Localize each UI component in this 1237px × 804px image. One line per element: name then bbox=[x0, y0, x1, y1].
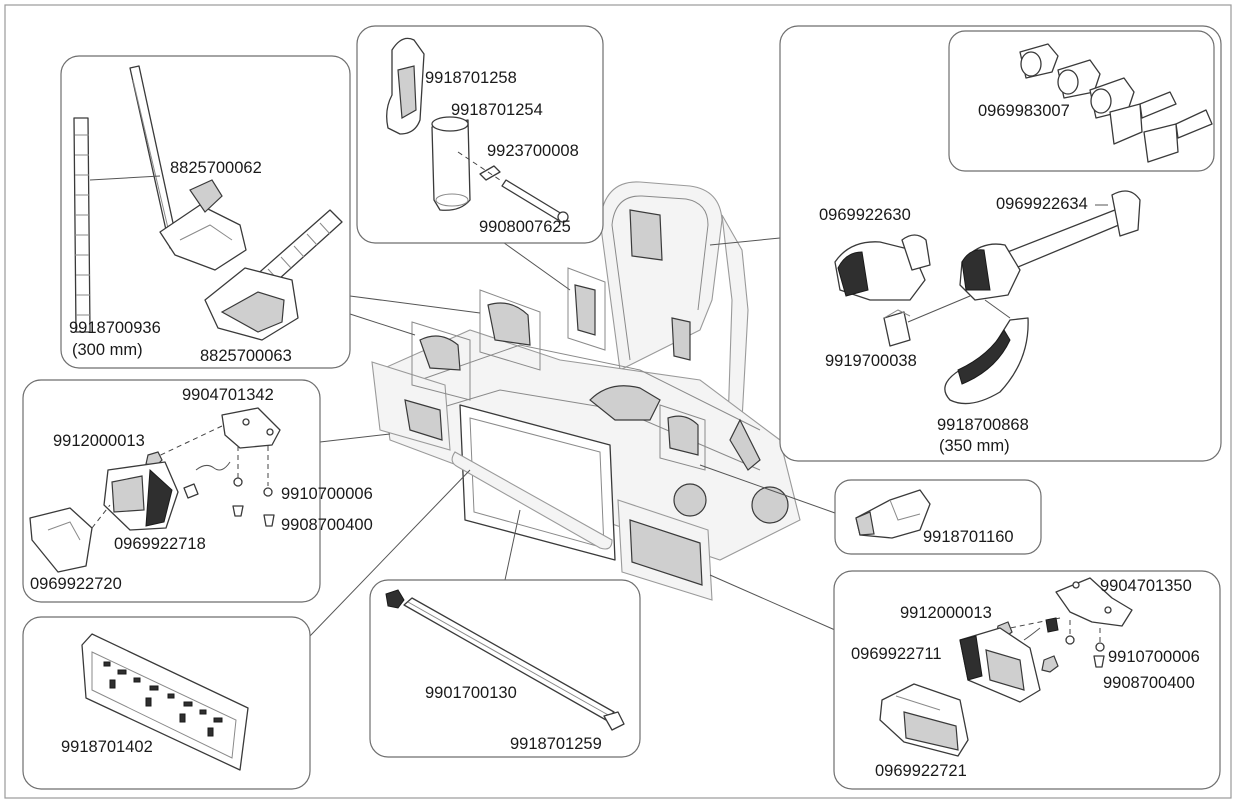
label-arm-handle: 9918701258 bbox=[425, 69, 517, 87]
right-bracket-illustration bbox=[1055, 577, 1133, 627]
right-washer-1 bbox=[1065, 635, 1075, 645]
lock-key-2 bbox=[1143, 123, 1179, 163]
arm-tube-illustration bbox=[431, 119, 471, 211]
foot-clamp-illustration bbox=[855, 489, 931, 539]
label-arm-tube: 9918701254 bbox=[451, 101, 543, 119]
parts-box-right-light: 9904701350 9912000013 0969922711 9910700… bbox=[833, 570, 1221, 790]
label-wheel-pad: 9919700038 bbox=[825, 352, 917, 370]
label-wheel-clamp: 0969922630 bbox=[819, 206, 911, 224]
strap-short-illustration bbox=[73, 117, 91, 333]
label-right-bracket: 9904701350 bbox=[1100, 577, 1192, 595]
right-nut-2 bbox=[1041, 655, 1059, 673]
left-screw-2 bbox=[263, 514, 275, 527]
label-left-lamp: 0969922718 bbox=[114, 535, 206, 553]
arm-bolt-illustration bbox=[501, 179, 563, 221]
right-washer-2 bbox=[1095, 642, 1105, 652]
label-right-cover: 0969922721 bbox=[875, 762, 967, 780]
parts-box-straps: 8825700062 9918700936 (300 mm) 882570006… bbox=[60, 55, 351, 369]
label-foot-clamp: 9918701160 bbox=[923, 528, 1014, 546]
label-right-screw: 9908700400 bbox=[1103, 674, 1195, 692]
label-wheel-strap: 9918700868 bbox=[937, 416, 1029, 434]
left-cover-illustration bbox=[29, 507, 93, 573]
left-washer-2 bbox=[263, 487, 273, 497]
label-lock-set: 0969983007 bbox=[978, 102, 1070, 120]
label-left-washer: 9910700006 bbox=[281, 485, 373, 503]
left-bracket-illustration bbox=[221, 407, 281, 449]
wheel-holder-parts: 0969922630 0969922634 9919700038 9918700… bbox=[819, 190, 1141, 455]
label-right-washer: 9910700006 bbox=[1108, 648, 1200, 666]
label-strap-short-size: (300 mm) bbox=[72, 341, 143, 359]
bike-carrier-assembly bbox=[371, 181, 801, 601]
lock-key-1 bbox=[1109, 103, 1143, 145]
left-screw-1 bbox=[232, 505, 244, 517]
plate-holder-illustration bbox=[81, 633, 249, 771]
right-screw bbox=[1093, 655, 1105, 668]
label-bar: 9901700130 bbox=[425, 684, 517, 702]
label-strap-ratchet: 8825700063 bbox=[200, 347, 292, 365]
page-frame bbox=[4, 4, 1232, 799]
label-wheel-strap-size: (350 mm) bbox=[939, 437, 1010, 455]
label-left-nut: 9912000013 bbox=[53, 432, 145, 450]
label-right-nut: 9912000013 bbox=[900, 604, 992, 622]
label-left-cover: 0969922720 bbox=[30, 575, 122, 593]
leader-lines bbox=[309, 237, 836, 637]
label-right-lamp: 0969922711 bbox=[851, 645, 942, 663]
wheel-pad-illustration bbox=[883, 311, 911, 347]
parts-box-locks: 0969983007 bbox=[948, 30, 1215, 172]
parts-box-left-light: 9904701342 9912000013 9910700006 9908700… bbox=[22, 379, 373, 603]
bar-end-cap-left bbox=[385, 589, 405, 609]
bar-end-cap-right bbox=[603, 711, 625, 731]
label-arm-bolt: 9908007625 bbox=[479, 218, 571, 236]
parts-box-bar: 9901700130 9918701259 bbox=[369, 579, 641, 758]
parts-box-foot-clamp: 9918701160 bbox=[834, 479, 1042, 555]
label-bar-cap: 9918701259 bbox=[510, 735, 602, 753]
label-left-bracket: 9904701342 bbox=[182, 386, 274, 404]
label-strap-short: 9918700936 bbox=[69, 319, 161, 337]
parts-box-arm: 9918701258 9918701254 9923700008 9908007… bbox=[356, 25, 604, 244]
label-arm-pin: 9923700008 bbox=[487, 142, 579, 160]
label-plate-holder: 9918701402 bbox=[61, 738, 153, 756]
parts-box-plate-holder: 9918701402 bbox=[22, 616, 311, 790]
left-washer-1 bbox=[233, 477, 243, 487]
label-left-screw: 9908700400 bbox=[281, 516, 373, 534]
label-frame-arm: 0969922634 bbox=[996, 195, 1088, 213]
label-strap-long: 8825700062 bbox=[170, 159, 262, 177]
